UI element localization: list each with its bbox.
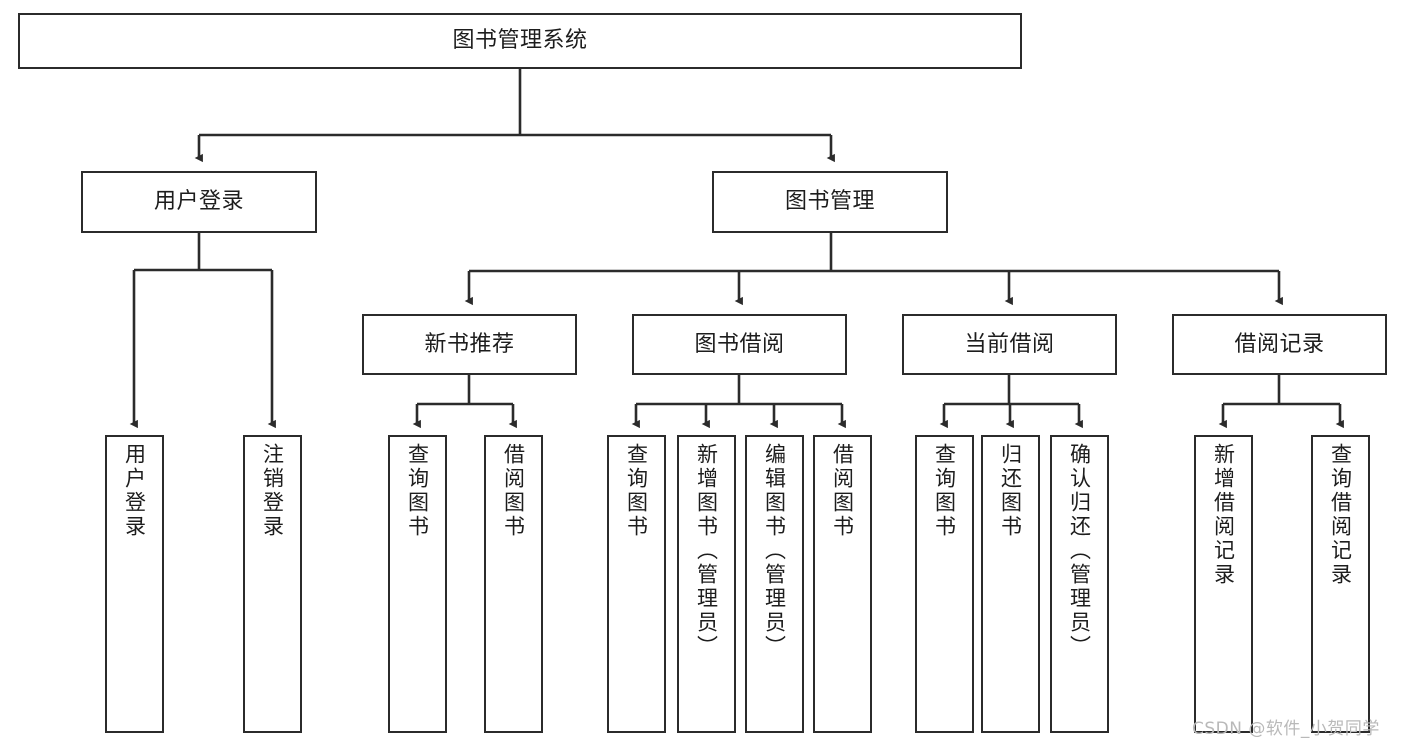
node-label: 用户登录 <box>122 443 147 539</box>
node-label: 借阅图书 <box>830 443 855 539</box>
node-leaf-borrow-book-1[interactable]: 借阅图书 <box>484 435 543 733</box>
node-label: 查询图书 <box>405 443 430 539</box>
node-user-login[interactable]: 用户登录 <box>81 171 317 233</box>
node-book-management[interactable]: 图书管理 <box>712 171 948 233</box>
node-label: 注销登录 <box>260 443 285 539</box>
node-label: 当前借阅 <box>964 331 1055 357</box>
node-label: 新书推荐 <box>424 331 515 357</box>
node-label: 确认归还（管理员） <box>1067 443 1092 659</box>
node-label: 图书管理系统 <box>452 28 588 54</box>
node-leaf-add-book[interactable]: 新增图书（管理员） <box>677 435 736 733</box>
node-label: 图书借阅 <box>694 331 785 357</box>
node-label: 编辑图书（管理员） <box>762 443 787 659</box>
node-label: 新增图书（管理员） <box>694 443 719 659</box>
node-leaf-edit-book[interactable]: 编辑图书（管理员） <box>745 435 804 733</box>
node-label: 图书管理 <box>784 189 875 215</box>
node-leaf-query-book-3[interactable]: 查询图书 <box>915 435 974 733</box>
node-label: 查询图书 <box>932 443 957 539</box>
node-leaf-return-book[interactable]: 归还图书 <box>981 435 1040 733</box>
node-leaf-query-book-2[interactable]: 查询图书 <box>607 435 666 733</box>
node-label: 查询图书 <box>624 443 649 539</box>
node-leaf-query-book-1[interactable]: 查询图书 <box>388 435 447 733</box>
node-new-book-recommend[interactable]: 新书推荐 <box>362 314 577 375</box>
csdn-watermark: CSDN @软件_小贺同学 <box>1192 719 1380 739</box>
node-leaf-query-borrow-record[interactable]: 查询借阅记录 <box>1311 435 1370 733</box>
node-root-system[interactable]: 图书管理系统 <box>18 13 1022 69</box>
node-current-borrow[interactable]: 当前借阅 <box>902 314 1117 375</box>
node-label: 借阅记录 <box>1234 331 1325 357</box>
node-label: 归还图书 <box>998 443 1023 539</box>
node-leaf-logout-login[interactable]: 注销登录 <box>243 435 302 733</box>
node-label: 用户登录 <box>153 189 244 215</box>
node-leaf-add-borrow-record[interactable]: 新增借阅记录 <box>1194 435 1253 733</box>
node-borrow-record[interactable]: 借阅记录 <box>1172 314 1387 375</box>
node-label: 借阅图书 <box>501 443 526 539</box>
node-label: 查询借阅记录 <box>1328 443 1353 587</box>
node-leaf-confirm-return[interactable]: 确认归还（管理员） <box>1050 435 1109 733</box>
node-label: 新增借阅记录 <box>1211 443 1236 587</box>
node-leaf-borrow-book-2[interactable]: 借阅图书 <box>813 435 872 733</box>
node-book-borrow[interactable]: 图书借阅 <box>632 314 847 375</box>
node-leaf-user-login[interactable]: 用户登录 <box>105 435 164 733</box>
